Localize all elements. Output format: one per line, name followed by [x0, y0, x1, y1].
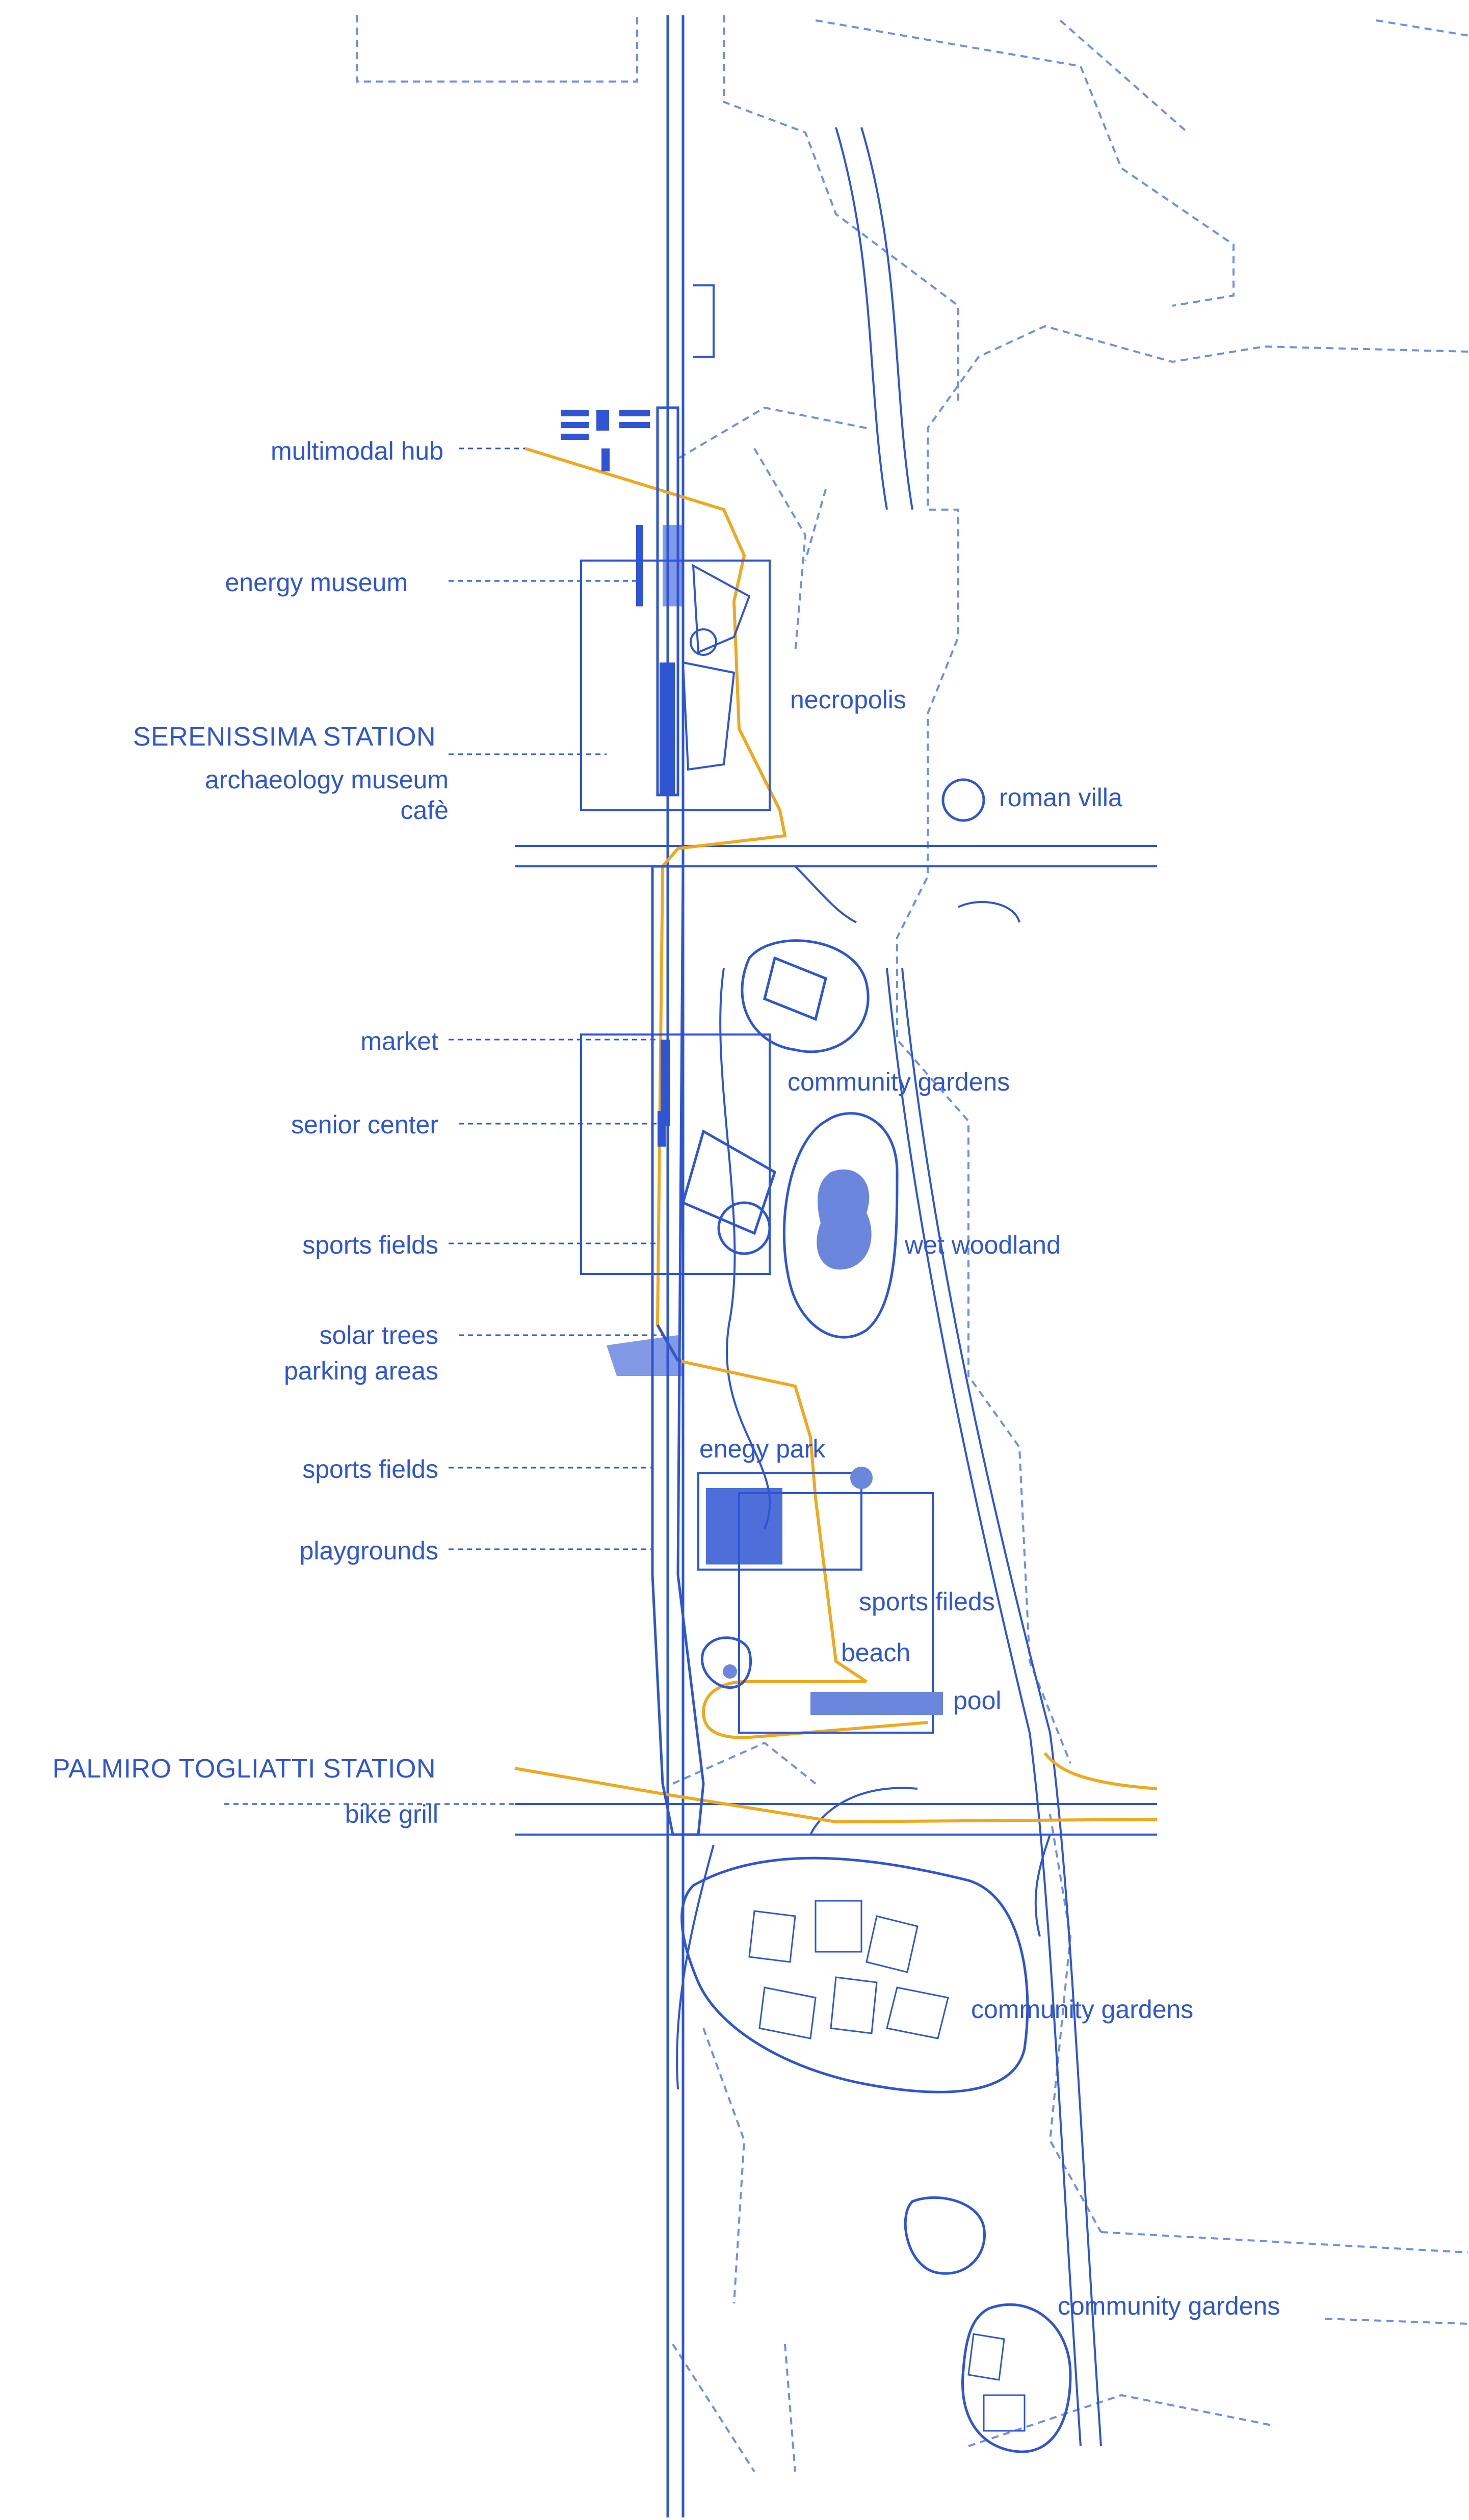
label-community-gardens-2: community gardens [971, 1995, 1194, 2024]
label-playgrounds: playgrounds [299, 1536, 438, 1565]
label-beach: beach [841, 1638, 911, 1667]
garden-plots [748, 1900, 1026, 2432]
label-energy-museum: energy museum [225, 568, 408, 597]
label-parking-areas: parking areas [284, 1357, 438, 1385]
label-community-gardens-3: community gardens [1058, 2292, 1280, 2320]
road-network [515, 127, 1157, 2447]
label-sports-fields-1: sports fields [302, 1231, 438, 1259]
label-community-gardens-1: community gardens [788, 1068, 1010, 1096]
filled-features [723, 1169, 943, 1715]
label-sports-fileds: sports fileds [859, 1587, 995, 1616]
label-sports-fields-2: sports fields [302, 1455, 438, 1483]
label-cafe: cafè [400, 796, 449, 825]
district-boundaries [356, 15, 1469, 2473]
building-blocks [561, 410, 675, 1147]
label-palmiro-togliatti-station: PALMIRO TOGLIATTI STATION [52, 1754, 436, 1784]
label-bike-grill: bike grill [345, 1800, 438, 1828]
label-enegy-park: enegy park [699, 1435, 826, 1463]
label-market: market [360, 1027, 438, 1055]
gardens-and-woodland [680, 778, 1072, 2453]
label-necropolis: necropolis [790, 685, 906, 714]
label-wet-woodland: wet woodland [905, 1231, 1061, 1259]
necropolis-site [681, 284, 751, 771]
label-multimodal-hub: multimodal hub [270, 437, 443, 465]
railway-line [666, 15, 685, 2517]
leader-lines [224, 447, 663, 1805]
label-senior-center: senior center [291, 1110, 438, 1139]
program-boxes [580, 560, 934, 1734]
label-archaeology-museum: archaeology museum [204, 765, 449, 794]
label-serenissima-station: SERENISSIMA STATION [133, 722, 436, 752]
label-roman-villa: roman villa [999, 783, 1122, 812]
label-pool: pool [953, 1686, 1002, 1715]
solar-tree-dots [607, 525, 782, 1564]
main-path [514, 447, 1158, 1824]
label-solar-trees: solar trees [319, 1321, 438, 1349]
